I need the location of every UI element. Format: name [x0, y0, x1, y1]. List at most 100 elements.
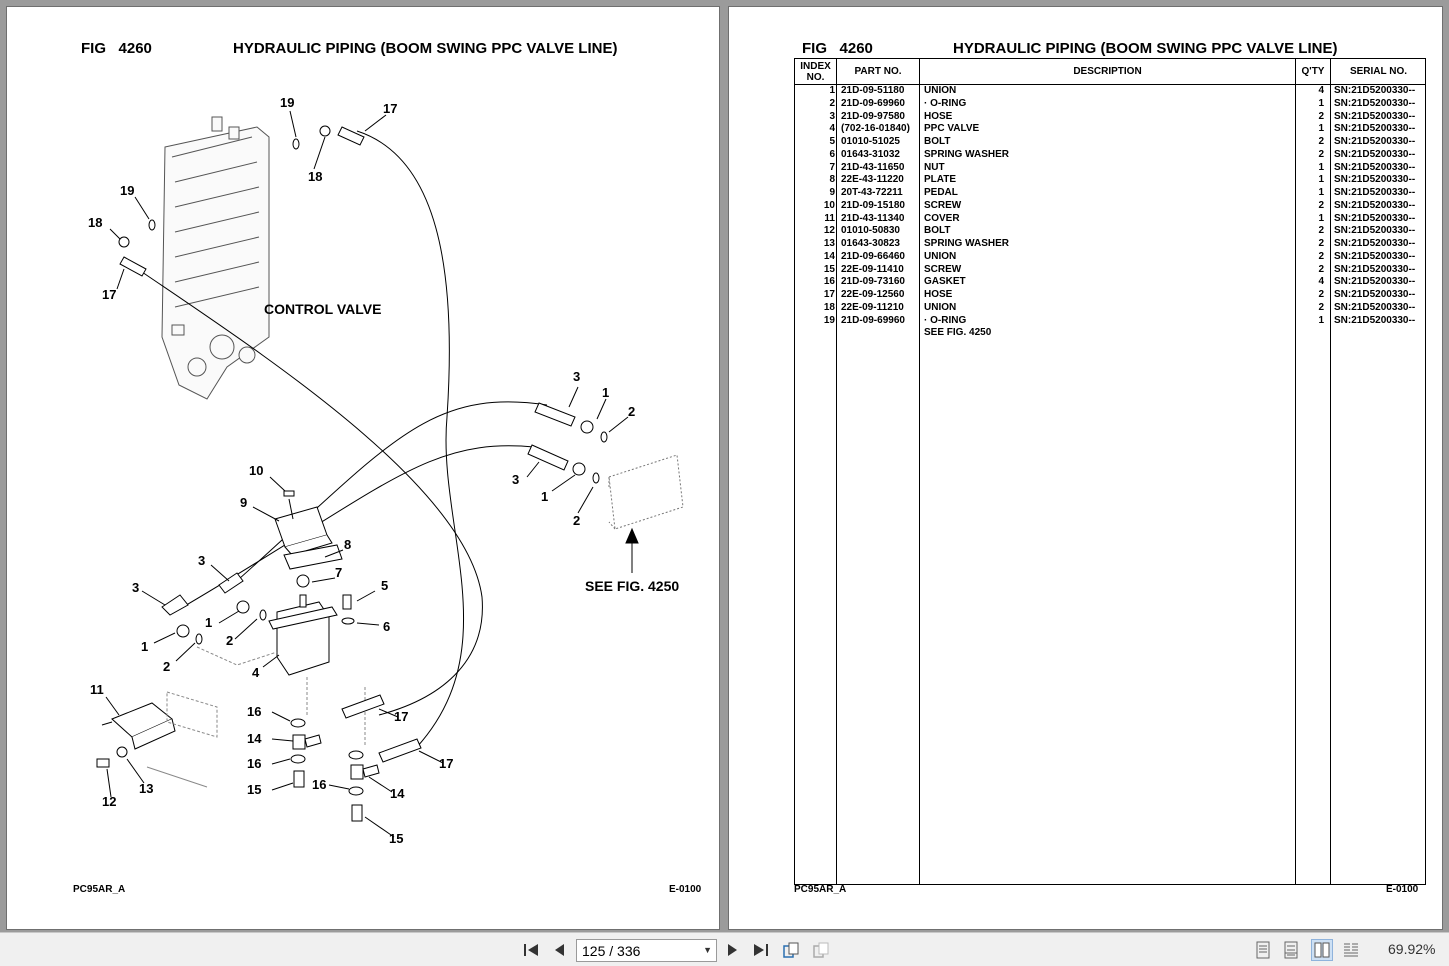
- description-cell: UNION: [924, 250, 957, 262]
- zoom-level[interactable]: 69.92%: [1388, 941, 1436, 957]
- serial-cell: SN:21D5200330--: [1334, 161, 1416, 173]
- index-cell: 1: [829, 85, 835, 96]
- viewer-toolbar: 125 / 336 ▼ 69.92%: [0, 932, 1449, 966]
- callout-19b: 19: [120, 183, 134, 198]
- callout-3a: 3: [573, 369, 580, 384]
- qty-cell: 2: [1318, 225, 1324, 237]
- fig-label-right: FIG 4260: [802, 40, 873, 57]
- see-fig-label: SEE FIG. 4250: [585, 578, 679, 594]
- qty-cell: 2: [1318, 136, 1324, 147]
- callout-1b: 1: [541, 489, 548, 504]
- part-no-cell: 21D-09-97580: [841, 110, 905, 122]
- page-title-right: HYDRAULIC PIPING (BOOM SWING PPC VALVE L…: [953, 40, 1338, 57]
- qty-cell: 2: [1318, 199, 1324, 211]
- previous-page-icon[interactable]: [550, 941, 568, 959]
- callout-2a: 2: [628, 404, 635, 419]
- qty-cell: 2: [1318, 289, 1324, 300]
- part-no-cell: 01643-30823: [841, 238, 900, 249]
- serial-cell: SN:21D5200330--: [1334, 123, 1416, 135]
- index-cell: 2: [829, 97, 835, 109]
- callout-2b: 2: [573, 513, 580, 528]
- serial-cell: SN:21D5200330--: [1334, 85, 1416, 96]
- callout-17b: 17: [102, 287, 116, 302]
- footer-model-right: PC95AR_A: [794, 884, 847, 895]
- callout-13: 13: [139, 781, 153, 796]
- qty-cell: 2: [1318, 250, 1324, 262]
- qty-cell: 2: [1318, 110, 1324, 122]
- part-no-cell: 21D-09-73160: [841, 276, 905, 288]
- page-number-select[interactable]: 125 / 336 ▼: [576, 939, 717, 962]
- next-view-icon[interactable]: [812, 941, 830, 959]
- description-cell: PLATE: [924, 174, 957, 186]
- part-no-cell: 21D-09-69960: [841, 314, 905, 326]
- index-cell: 16: [823, 276, 835, 288]
- index-cell: 19: [823, 314, 835, 326]
- facing-pages-view-icon[interactable]: [1311, 939, 1333, 961]
- qty-cell: 4: [1318, 85, 1324, 96]
- callout-19a: 19: [280, 95, 294, 110]
- serial-cell: SN:21D5200330--: [1334, 289, 1416, 300]
- header-description: DESCRIPTION: [1073, 66, 1142, 77]
- serial-cell: SN:21D5200330--: [1334, 212, 1416, 224]
- index-cell: 18: [823, 301, 835, 313]
- description-cell: GASKET: [924, 276, 966, 288]
- description-cell: BOLT: [924, 225, 951, 237]
- last-page-icon[interactable]: [752, 941, 770, 959]
- qty-cell: 2: [1318, 148, 1324, 160]
- description-cell: SCREW: [924, 263, 962, 275]
- part-no-cell: 01010-50830: [841, 225, 900, 237]
- qty-cell: 1: [1318, 174, 1324, 186]
- table-row: 1 21D-09-51180 UNION 4 SN:21D5200330--: [795, 85, 1425, 98]
- description-cell: UNION: [924, 85, 957, 96]
- description-cell: COVER: [924, 212, 960, 224]
- index-cell: 7: [829, 161, 835, 173]
- index-cell: 11: [824, 212, 835, 224]
- serial-cell: SN:21D5200330--: [1334, 148, 1416, 160]
- continuous-view-icon[interactable]: [1282, 941, 1300, 959]
- description-cell: PPC VALVE: [924, 123, 980, 135]
- previous-view-icon[interactable]: [782, 941, 800, 959]
- description-cell: SCREW: [924, 199, 962, 211]
- callout-15b: 15: [389, 831, 403, 846]
- index-cell: 12: [823, 225, 835, 237]
- callout-3d: 3: [132, 580, 139, 595]
- callout-2c: 2: [226, 633, 233, 648]
- header-qty: Q'TY: [1301, 66, 1325, 77]
- chevron-down-icon: ▼: [703, 945, 712, 955]
- part-no-cell: 22E-43-11220: [841, 174, 904, 186]
- index-cell: 6: [829, 148, 835, 160]
- serial-cell: SN:21D5200330--: [1334, 110, 1416, 122]
- single-page-view-icon[interactable]: [1254, 941, 1272, 959]
- qty-cell: 1: [1318, 212, 1324, 224]
- callout-15a: 15: [247, 782, 261, 797]
- callout-1a: 1: [602, 385, 609, 400]
- document-viewport: FIG 4260 HYDRAULIC PIPING (BOOM SWING PP…: [6, 6, 1443, 930]
- serial-cell: SN:21D5200330--: [1334, 187, 1416, 198]
- description-cell: SPRING WASHER: [924, 148, 1010, 160]
- next-page-icon[interactable]: [724, 941, 742, 959]
- qty-cell: 4: [1318, 276, 1324, 288]
- control-valve-label: CONTROL VALVE: [264, 301, 381, 317]
- callout-1d: 1: [141, 639, 148, 654]
- qty-cell: 1: [1318, 97, 1324, 109]
- description-cell: UNION: [924, 301, 957, 313]
- qty-cell: 1: [1318, 161, 1324, 173]
- continuous-facing-view-icon[interactable]: [1342, 941, 1360, 959]
- serial-cell: SN:21D5200330--: [1334, 263, 1416, 275]
- index-cell: 10: [823, 199, 835, 211]
- first-page-icon[interactable]: [522, 941, 540, 959]
- part-no-cell: 21D-09-15180: [841, 199, 905, 211]
- callout-11: 11: [90, 682, 104, 697]
- index-cell: 13: [823, 238, 835, 249]
- part-no-cell: 21D-09-51180: [841, 85, 905, 96]
- footer-model: PC95AR_A: [73, 884, 126, 895]
- callout-5: 5: [381, 578, 388, 593]
- footer-code: E-0100: [669, 884, 702, 895]
